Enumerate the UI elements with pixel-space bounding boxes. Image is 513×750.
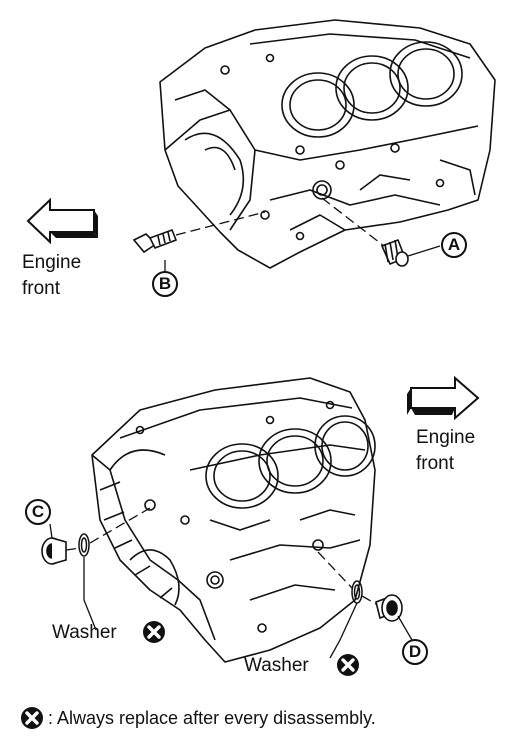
washer-label-left: Washer (52, 622, 117, 643)
leader-plug-a (321, 197, 385, 247)
washer-left-replace-icon (141, 619, 167, 645)
callout-d: D (402, 639, 428, 665)
callout-b: B (152, 271, 178, 297)
engine-front-arrow-left-icon (26, 197, 98, 245)
plug-a-icon (380, 238, 409, 267)
top-cylinder-block (159, 19, 496, 269)
callout-c: C (25, 499, 51, 525)
washer-label-right: Washer (244, 655, 309, 676)
leader-plug-c (65, 507, 151, 551)
plug-c-icon (41, 537, 67, 565)
washer-right-replace-icon (335, 652, 361, 678)
engine-front-label-top-line1: Engine (22, 252, 82, 273)
bolt-b-icon (132, 228, 178, 254)
leader-bolt-b (175, 211, 266, 236)
legend-replace-icon (19, 705, 45, 731)
engine-front-label-top-line2: front (22, 278, 61, 299)
washer-c-icon (78, 533, 90, 557)
engine-front-label-bottom-line1: Engine (416, 427, 476, 448)
plug-d-icon (375, 594, 403, 622)
legend-text: : Always replace after every disassembly… (48, 708, 376, 728)
engine-front-arrow-right-icon (407, 375, 480, 421)
bottom-cylinder-block (91, 377, 376, 663)
engine-front-label-bottom-line2: front (416, 453, 455, 474)
leader-plug-d (317, 551, 377, 605)
callout-a: A (441, 232, 467, 258)
